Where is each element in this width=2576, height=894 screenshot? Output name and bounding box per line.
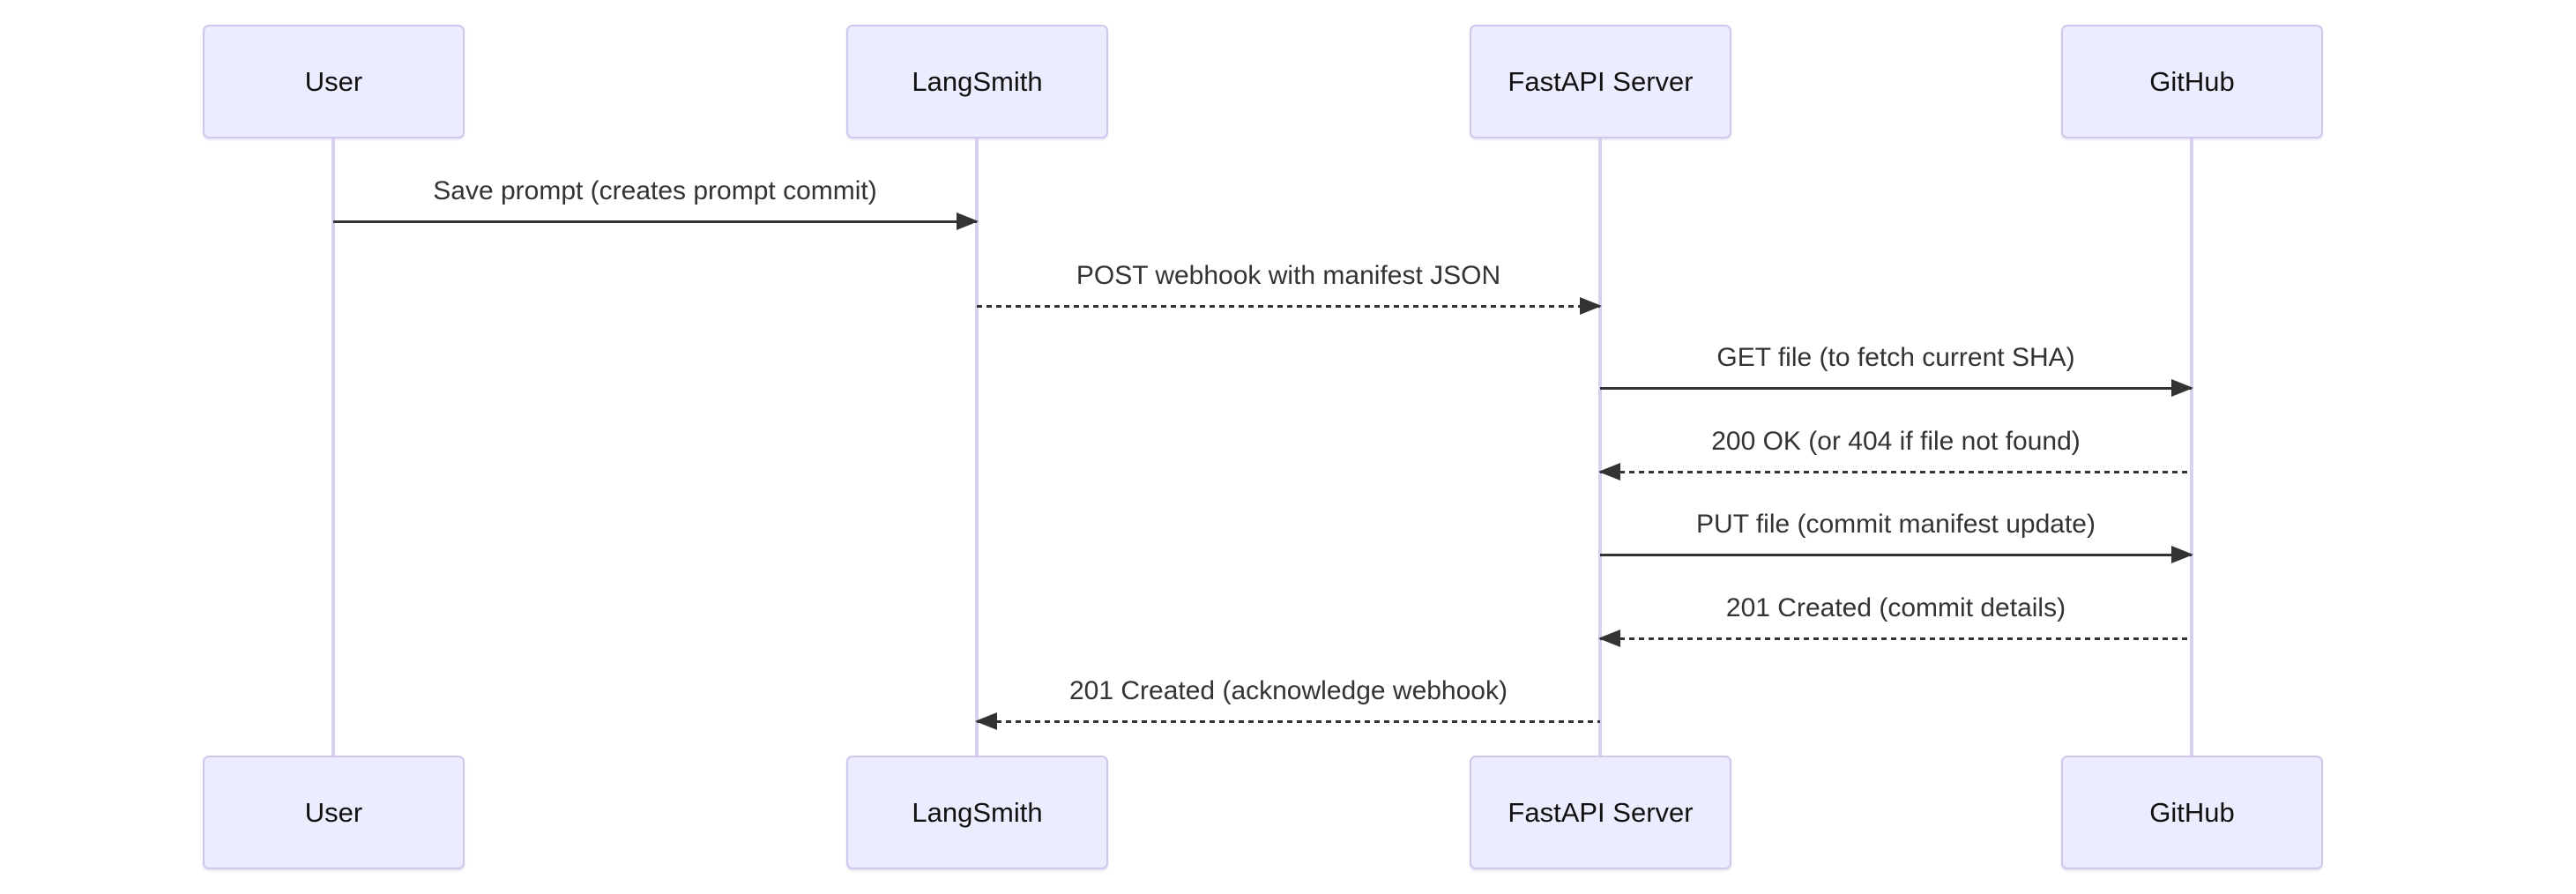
- message-201-created-details: 201 Created (commit details): [1598, 591, 2192, 647]
- lifeline-fastapi: [1598, 138, 1602, 756]
- lifeline-langsmith: [975, 138, 979, 756]
- message-200-ok: 200 OK (or 404 if file not found): [1598, 424, 2192, 481]
- message-arrow: [1600, 379, 2193, 397]
- message-arrow: [1598, 630, 2192, 647]
- actor-label: LangSmith: [912, 65, 1043, 97]
- actor-box-fastapi-top: FastAPI Server: [1470, 25, 1731, 138]
- actor-box-user-top: User: [203, 25, 465, 138]
- actor-label: User: [304, 65, 363, 97]
- message-arrow: [1598, 463, 2192, 481]
- lifeline-user: [331, 138, 335, 756]
- arrowhead-left-icon: [1598, 463, 1620, 481]
- actor-box-github-bottom: GitHub: [2061, 756, 2323, 869]
- arrowhead-right-icon: [2171, 546, 2193, 563]
- message-arrow: [977, 297, 1602, 315]
- message-label: 201 Created (commit details): [1725, 593, 2066, 622]
- actor-label: GitHub: [2149, 796, 2235, 828]
- message-arrow: [1600, 546, 2193, 563]
- arrowhead-left-icon: [975, 712, 997, 730]
- actor-label: LangSmith: [912, 796, 1043, 828]
- message-201-ack-webhook: 201 Created (acknowledge webhook): [975, 674, 1600, 730]
- message-save-prompt: Save prompt (creates prompt commit): [333, 174, 979, 230]
- message-post-webhook: POST webhook with manifest JSON: [977, 258, 1602, 315]
- actor-box-user-bottom: User: [203, 756, 465, 869]
- message-arrow: [975, 712, 1600, 730]
- actor-label: User: [304, 796, 363, 828]
- message-label: PUT file (commit manifest update): [1696, 510, 2096, 539]
- actor-box-github-top: GitHub: [2061, 25, 2323, 138]
- message-get-file: GET file (to fetch current SHA): [1600, 340, 2193, 397]
- message-label: 200 OK (or 404 if file not found): [1711, 427, 2081, 456]
- message-label: 201 Created (acknowledge webhook): [1069, 676, 1508, 705]
- arrowhead-right-icon: [1580, 297, 1602, 315]
- message-arrow: [333, 212, 979, 230]
- message-label: GET file (to fetch current SHA): [1716, 343, 2075, 372]
- arrowhead-right-icon: [2171, 379, 2193, 397]
- actor-box-langsmith-top: LangSmith: [846, 25, 1108, 138]
- actor-label: FastAPI Server: [1508, 65, 1694, 97]
- message-label: POST webhook with manifest JSON: [1076, 261, 1501, 290]
- actor-label: FastAPI Server: [1508, 796, 1694, 828]
- actor-box-langsmith-bottom: LangSmith: [846, 756, 1108, 869]
- actor-label: GitHub: [2149, 65, 2235, 97]
- arrowhead-left-icon: [1598, 630, 1620, 647]
- message-label: Save prompt (creates prompt commit): [433, 176, 877, 205]
- message-put-file: PUT file (commit manifest update): [1600, 507, 2193, 563]
- arrowhead-right-icon: [957, 212, 979, 230]
- lifeline-github: [2190, 138, 2193, 756]
- actor-box-fastapi-bottom: FastAPI Server: [1470, 756, 1731, 869]
